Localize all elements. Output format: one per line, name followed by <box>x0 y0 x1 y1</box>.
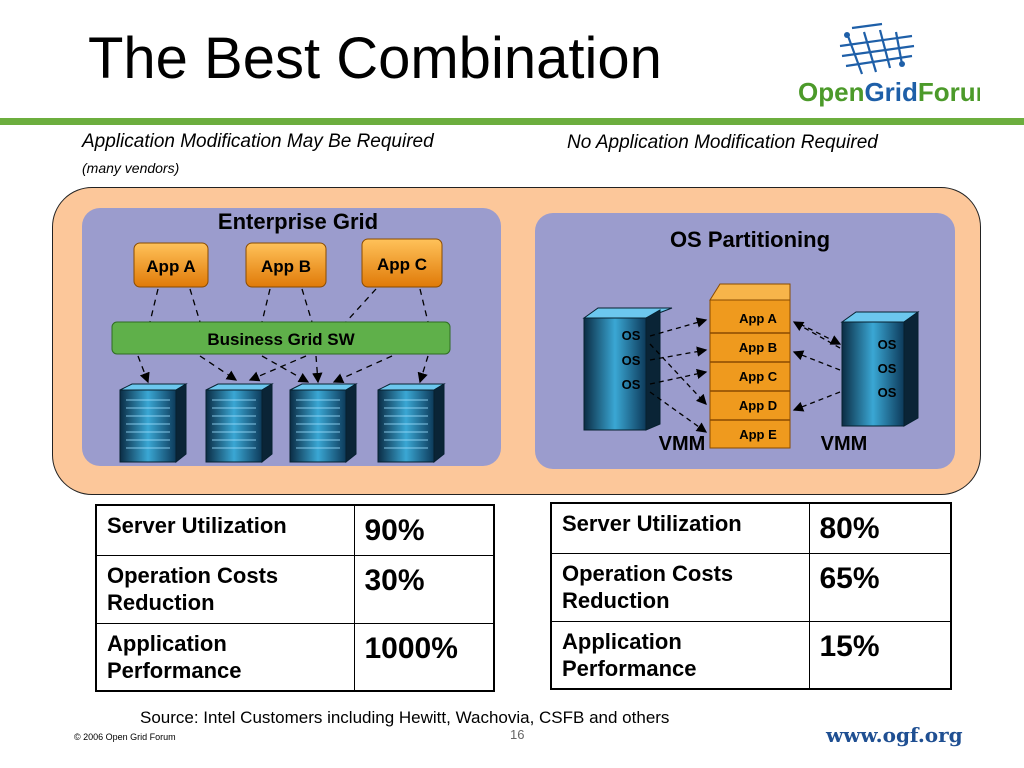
metric-label: Application Performance <box>95 622 355 692</box>
svg-text:OS: OS <box>622 328 641 343</box>
metric-label: Application Performance <box>550 620 810 690</box>
svg-text:OS: OS <box>878 337 897 352</box>
enterprise-grid-title: Enterprise Grid <box>218 209 378 234</box>
os-partitioning-title: OS Partitioning <box>670 227 830 252</box>
slide-title: The Best Combination <box>88 26 662 91</box>
svg-text:OS: OS <box>622 353 641 368</box>
metric-label: Operation Costs Reduction <box>550 552 810 622</box>
metric-value: 1000% <box>353 622 495 692</box>
os-partitioning-metrics-table: Server Utilization 80% Operation Costs R… <box>550 502 952 690</box>
website-link[interactable]: www.ogf.org <box>826 723 963 747</box>
logo-text-forum: Forum <box>918 77 980 107</box>
grid-app-b: App B <box>245 242 327 288</box>
table-row: Application Performance 1000% <box>95 622 495 692</box>
vmm-left-label: VMM <box>659 433 706 455</box>
vmm-server-left: OS OS OS <box>582 307 673 431</box>
table-row: Operation Costs Reduction 30% <box>95 554 495 624</box>
vmm-server-right: OS OS OS <box>840 311 920 427</box>
stack-app-b: App B <box>739 340 777 355</box>
table-row: Operation Costs Reduction 65% <box>550 552 952 622</box>
logo-text-open: Open <box>798 77 864 107</box>
header-divider <box>0 118 1024 125</box>
stack-app-c: App C <box>739 369 778 384</box>
logo-text-grid: Grid <box>864 77 917 107</box>
metric-value: 65% <box>808 552 952 622</box>
grid-app-c: App C <box>361 238 443 288</box>
table-row: Server Utilization 80% <box>550 502 952 554</box>
business-grid-sw-bar: Business Grid SW <box>111 321 451 355</box>
server-rack-icon <box>119 383 187 463</box>
metric-label: Server Utilization <box>550 502 810 554</box>
svg-text:Business Grid SW: Business Grid SW <box>207 330 355 349</box>
metric-value: 30% <box>353 554 495 624</box>
metric-label: Server Utilization <box>95 504 355 556</box>
metric-value: 80% <box>808 502 952 554</box>
svg-text:OS: OS <box>878 361 897 376</box>
svg-text:App A: App A <box>146 257 195 276</box>
app-stack: App A App B App C App D App E <box>709 283 791 449</box>
table-row: Server Utilization 90% <box>95 504 495 556</box>
page-number: 16 <box>510 727 525 742</box>
metric-label: Operation Costs Reduction <box>95 554 355 624</box>
svg-text:OS: OS <box>622 377 641 392</box>
svg-text:App C: App C <box>377 255 427 274</box>
stack-app-d: App D <box>739 398 777 413</box>
server-rack-icon <box>377 383 445 463</box>
server-rack-icon <box>289 383 357 463</box>
left-subheading: (many vendors) <box>82 160 180 176</box>
copyright-notice: © 2006 Open Grid Forum <box>74 732 176 742</box>
stack-app-a: App A <box>739 311 777 326</box>
svg-text:App B: App B <box>261 257 311 276</box>
grid-app-a: App A <box>133 242 209 288</box>
stack-app-e: App E <box>739 427 777 442</box>
left-heading: Application Modification May Be Required <box>82 131 434 152</box>
vmm-right-label: VMM <box>821 433 868 455</box>
grid-metrics-table: Server Utilization 90% Operation Costs R… <box>95 504 495 692</box>
metric-value: 15% <box>808 620 952 690</box>
server-rack-icon <box>205 383 273 463</box>
table-row: Application Performance 15% <box>550 620 952 690</box>
right-heading: No Application Modification Required <box>567 132 878 153</box>
grid-mesh-icon <box>839 22 915 75</box>
source-note: Source: Intel Customers including Hewitt… <box>140 708 670 727</box>
svg-text:OS: OS <box>878 385 897 400</box>
metric-value: 90% <box>353 504 495 556</box>
